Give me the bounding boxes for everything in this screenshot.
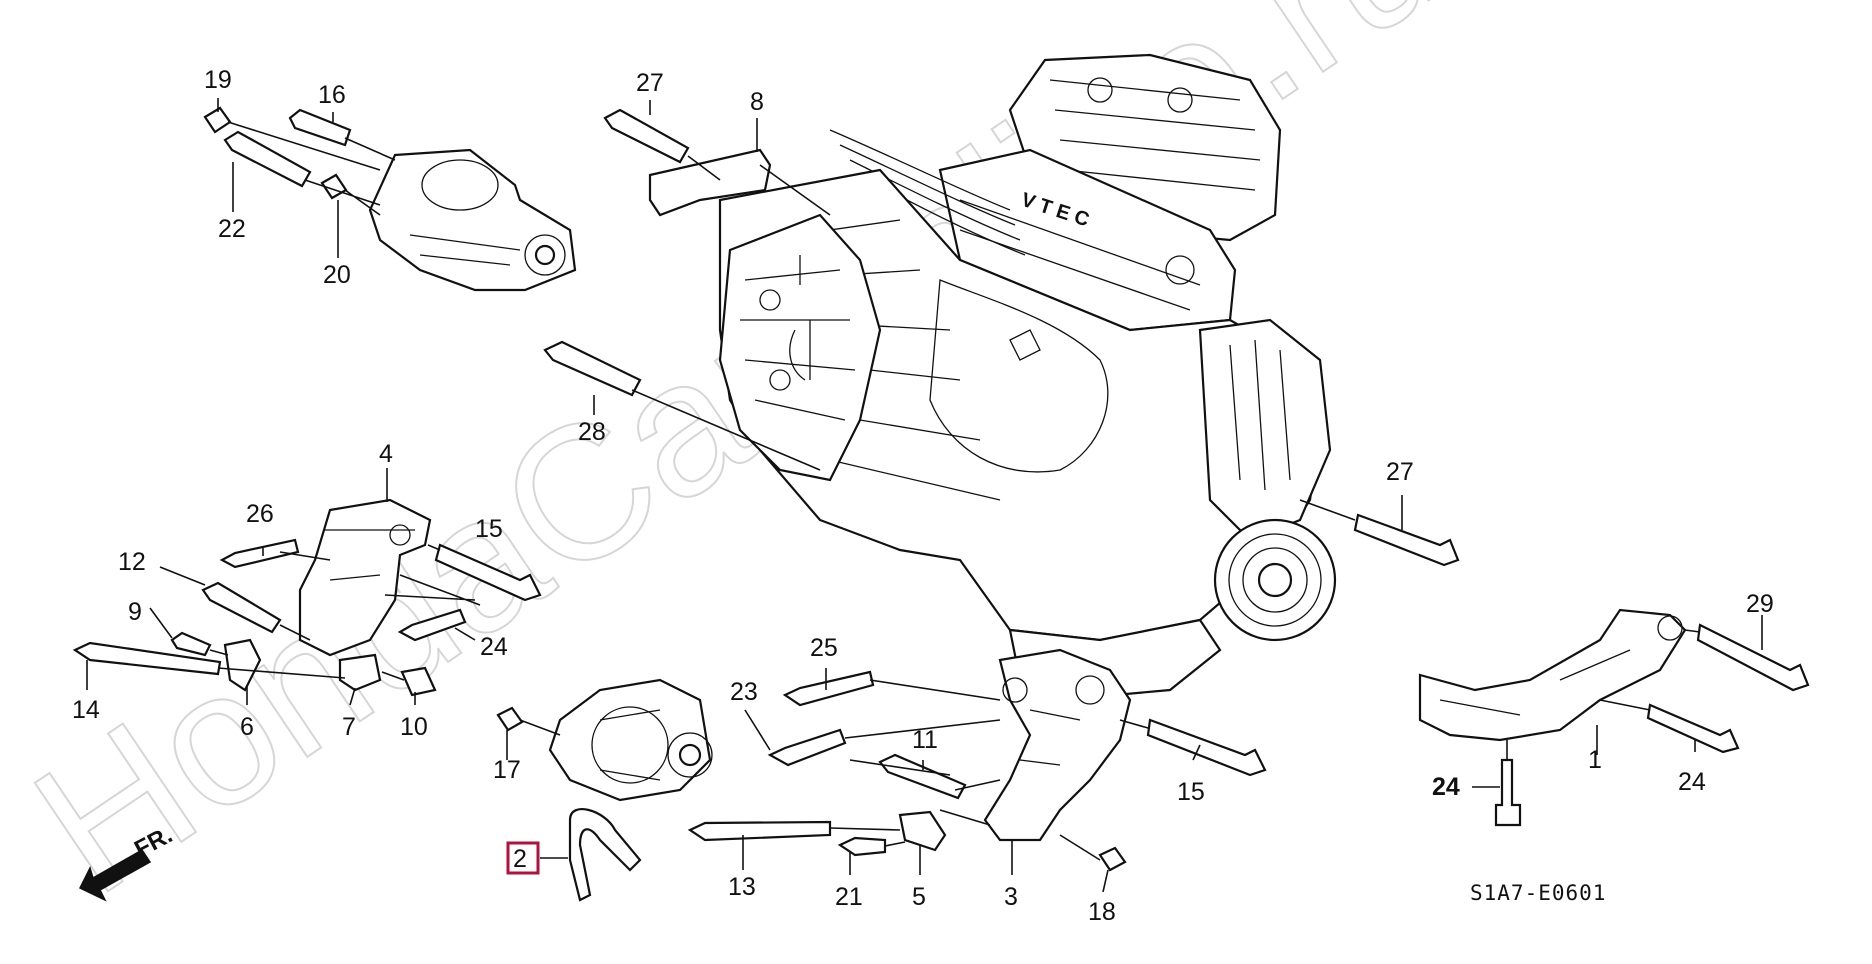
callout-14[interactable]: 14 xyxy=(72,696,100,724)
bolt-28[interactable] xyxy=(543,340,642,397)
bracket-6[interactable] xyxy=(223,638,262,692)
bolt-12[interactable] xyxy=(201,581,282,634)
callout-7[interactable]: 7 xyxy=(342,713,356,741)
nut-10[interactable] xyxy=(400,666,437,697)
callout-1[interactable]: 1 xyxy=(1588,746,1602,774)
callout-23[interactable]: 23 xyxy=(730,678,758,706)
callout-6[interactable]: 6 xyxy=(240,713,254,741)
callout-5[interactable]: 5 xyxy=(912,883,926,911)
bolt-15-left[interactable] xyxy=(434,543,542,602)
callout-28[interactable]: 28 xyxy=(578,418,606,446)
bolt-13[interactable] xyxy=(687,820,832,842)
callout-21[interactable]: 21 xyxy=(835,883,863,911)
engine-assembly[interactable]: V T E C xyxy=(718,53,1337,702)
callout-15-left[interactable]: 15 xyxy=(475,515,503,543)
alternator[interactable] xyxy=(548,678,713,802)
callout-9[interactable]: 9 xyxy=(128,598,142,626)
callout-8[interactable]: 8 xyxy=(750,88,764,116)
bolt-11[interactable] xyxy=(878,753,967,800)
callout-25[interactable]: 25 xyxy=(810,634,838,662)
mount-bracket-1[interactable] xyxy=(1418,608,1687,742)
callout-13[interactable]: 13 xyxy=(728,873,756,901)
bolt-29[interactable] xyxy=(1696,623,1810,692)
bolt-9[interactable] xyxy=(170,631,212,657)
callout-17[interactable]: 17 xyxy=(493,756,521,784)
drive-belt[interactable] xyxy=(568,808,642,902)
callout-24-left[interactable]: 24 xyxy=(480,633,508,661)
bolt-21[interactable] xyxy=(837,836,887,857)
front-direction-arrow-icon xyxy=(78,849,152,902)
diagram-code: S1A7-E0601 xyxy=(1470,881,1606,905)
callout-24-right[interactable]: 24 xyxy=(1678,768,1706,796)
bolt-26[interactable] xyxy=(219,538,300,569)
callout-16[interactable]: 16 xyxy=(318,81,346,109)
bolt-15-center[interactable] xyxy=(1146,718,1267,777)
callout-10[interactable]: 10 xyxy=(400,713,428,741)
starter-motor[interactable] xyxy=(368,148,577,292)
callout-12[interactable]: 12 xyxy=(118,548,146,576)
callout-27-upper[interactable]: 27 xyxy=(636,69,664,97)
callout-11[interactable]: 11 xyxy=(912,726,938,754)
bolt-24-bottom[interactable] xyxy=(1494,758,1522,827)
callout-29[interactable]: 29 xyxy=(1746,590,1774,618)
bolt-24-right[interactable] xyxy=(1646,703,1740,754)
bracket-8[interactable] xyxy=(648,148,772,217)
callout-4[interactable]: 4 xyxy=(379,440,393,468)
callout-22[interactable]: 22 xyxy=(218,215,246,243)
callout-3[interactable]: 3 xyxy=(1004,883,1018,911)
bolt-22[interactable] xyxy=(223,130,312,188)
bolt-16[interactable] xyxy=(288,108,352,147)
callout-leaders xyxy=(86,98,1763,893)
nut-18[interactable] xyxy=(1098,846,1127,872)
callout-26[interactable]: 26 xyxy=(246,500,274,528)
callout-19[interactable]: 19 xyxy=(204,66,232,94)
bolt-27-right[interactable] xyxy=(1353,513,1460,567)
alternator-bracket-3[interactable] xyxy=(983,648,1132,842)
bracket-7[interactable] xyxy=(338,653,382,692)
nut-17[interactable] xyxy=(496,706,524,732)
bolt-24-left[interactable] xyxy=(397,608,467,642)
callout-numbers: 19 16 22 20 27 8 28 27 4 26 15 12 9 24 1… xyxy=(72,66,1774,926)
callout-24-bottom[interactable]: 24 xyxy=(1432,773,1460,801)
callout-15-center[interactable]: 15 xyxy=(1177,778,1205,806)
callout-2[interactable]: 2 xyxy=(513,845,527,873)
bolt-25[interactable] xyxy=(782,670,875,707)
bracket-5[interactable] xyxy=(898,810,947,852)
mount-bracket-4[interactable] xyxy=(298,498,432,657)
callout-20[interactable]: 20 xyxy=(323,261,351,289)
callout-27-right[interactable]: 27 xyxy=(1386,458,1414,486)
bolt-27-upper[interactable] xyxy=(603,108,690,164)
highlight-box[interactable] xyxy=(506,841,540,875)
callout-18[interactable]: 18 xyxy=(1088,898,1116,926)
bolt-23[interactable] xyxy=(767,728,847,767)
